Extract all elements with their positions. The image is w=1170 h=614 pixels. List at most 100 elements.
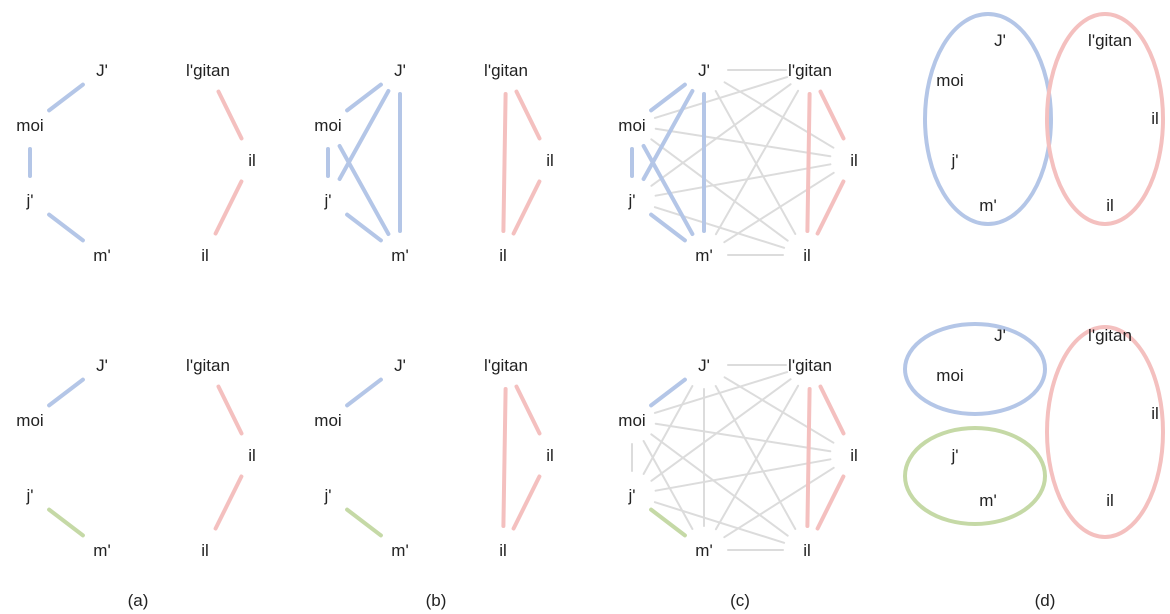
link-blue bbox=[649, 377, 687, 408]
link-red bbox=[818, 89, 846, 141]
negative-link bbox=[654, 422, 832, 453]
mention-J-b1: J' bbox=[394, 61, 406, 80]
negative-link bbox=[714, 89, 800, 236]
link-red bbox=[818, 384, 846, 436]
caption-c: (c) bbox=[730, 591, 750, 610]
mention-gitan-b2: l'gitan bbox=[484, 356, 528, 375]
mention-j-a2: j' bbox=[25, 486, 33, 505]
caption-b: (b) bbox=[426, 591, 447, 610]
link-blue bbox=[345, 82, 383, 113]
negative-link bbox=[723, 171, 835, 244]
mention-il2-a2: il bbox=[201, 541, 209, 560]
cluster-mention-m: m' bbox=[979, 196, 996, 215]
cluster-mention-il2: il bbox=[1106, 196, 1114, 215]
negative-link bbox=[642, 385, 694, 475]
negative-link bbox=[714, 90, 797, 235]
mention-m-a2: m' bbox=[93, 541, 110, 560]
mention-gitan-c2: l'gitan bbox=[788, 356, 832, 375]
mention-il1-c2: il bbox=[850, 446, 858, 465]
link-red bbox=[501, 387, 508, 528]
negative-link bbox=[654, 163, 832, 197]
negative-link bbox=[650, 433, 789, 537]
mention-j-b2: j' bbox=[323, 486, 331, 505]
cluster-mention-j: j' bbox=[950, 446, 958, 465]
negative-link bbox=[650, 378, 792, 482]
negative-link bbox=[654, 127, 832, 158]
link-red bbox=[511, 179, 542, 236]
mention-j-b1: j' bbox=[323, 191, 331, 210]
link-blue bbox=[641, 144, 695, 236]
link-red bbox=[216, 89, 244, 141]
link-blue bbox=[47, 377, 85, 408]
mention-il1-b1: il bbox=[546, 151, 554, 170]
negative-link bbox=[654, 458, 832, 492]
negative-link bbox=[723, 466, 835, 539]
clusters-layer bbox=[903, 12, 1165, 539]
mention-J-b2: J' bbox=[394, 356, 406, 375]
mention-il2-c1: il bbox=[803, 246, 811, 265]
mention-m-b2: m' bbox=[391, 541, 408, 560]
link-blue bbox=[47, 82, 85, 113]
mention-m-b1: m' bbox=[391, 246, 408, 265]
link-red bbox=[815, 474, 846, 531]
link-blue bbox=[47, 212, 85, 243]
cluster-red bbox=[1045, 12, 1165, 226]
cluster-mention-J: J' bbox=[994, 31, 1006, 50]
link-red bbox=[815, 179, 846, 236]
link-blue bbox=[641, 89, 695, 181]
negative-link bbox=[723, 81, 835, 149]
negative-link bbox=[650, 138, 789, 242]
mention-gitan-a2: l'gitan bbox=[186, 356, 230, 375]
link-blue bbox=[345, 212, 383, 243]
mention-il2-b2: il bbox=[499, 541, 507, 560]
negative-link bbox=[642, 440, 694, 530]
link-green bbox=[345, 507, 383, 538]
cluster-mention-J: J' bbox=[994, 326, 1006, 345]
captions-layer: (a) (b) (c) (d) bbox=[128, 591, 1056, 610]
mention-gitan-b1: l'gitan bbox=[484, 61, 528, 80]
cluster-mention-il2: il bbox=[1106, 491, 1114, 510]
cluster-green bbox=[903, 426, 1047, 526]
cluster-red bbox=[1045, 325, 1165, 539]
link-green bbox=[649, 507, 687, 538]
link-red bbox=[805, 92, 812, 233]
negative-link bbox=[723, 376, 835, 444]
mention-il1-a1: il bbox=[248, 151, 256, 170]
mention-il1-a2: il bbox=[248, 446, 256, 465]
mention-moi-b1: moi bbox=[314, 116, 341, 135]
cluster-mention-il1: il bbox=[1151, 404, 1159, 423]
mention-il1-b2: il bbox=[546, 446, 554, 465]
mention-J-a1: J' bbox=[96, 61, 108, 80]
link-red bbox=[511, 474, 542, 531]
mention-J-c2: J' bbox=[698, 356, 710, 375]
link-blue bbox=[345, 377, 383, 408]
negative-link bbox=[650, 83, 792, 187]
negative-link bbox=[714, 385, 797, 530]
mention-moi-c2: moi bbox=[618, 411, 645, 430]
link-red bbox=[514, 89, 542, 141]
mention-moi-b2: moi bbox=[314, 411, 341, 430]
mention-moi-a2: moi bbox=[16, 411, 43, 430]
mention-m-c1: m' bbox=[695, 246, 712, 265]
cluster-mention-gitan: l'gitan bbox=[1088, 31, 1132, 50]
cluster-mention-m: m' bbox=[979, 491, 996, 510]
mention-gitan-c1: l'gitan bbox=[788, 61, 832, 80]
caption-d: (d) bbox=[1035, 591, 1056, 610]
mention-J-c1: J' bbox=[698, 61, 710, 80]
mention-il2-a1: il bbox=[201, 246, 209, 265]
link-blue bbox=[337, 144, 391, 236]
caption-a: (a) bbox=[128, 591, 149, 610]
mention-J-a2: J' bbox=[96, 356, 108, 375]
link-red bbox=[216, 384, 244, 436]
mention-m-c2: m' bbox=[695, 541, 712, 560]
cluster-mention-gitan: l'gitan bbox=[1088, 326, 1132, 345]
link-red bbox=[514, 384, 542, 436]
link-blue bbox=[649, 82, 687, 113]
mention-il2-b1: il bbox=[499, 246, 507, 265]
mention-il2-c2: il bbox=[803, 541, 811, 560]
mention-il1-c1: il bbox=[850, 151, 858, 170]
negative-link bbox=[653, 371, 789, 414]
cluster-mention-moi: moi bbox=[936, 366, 963, 385]
link-red bbox=[805, 387, 812, 528]
